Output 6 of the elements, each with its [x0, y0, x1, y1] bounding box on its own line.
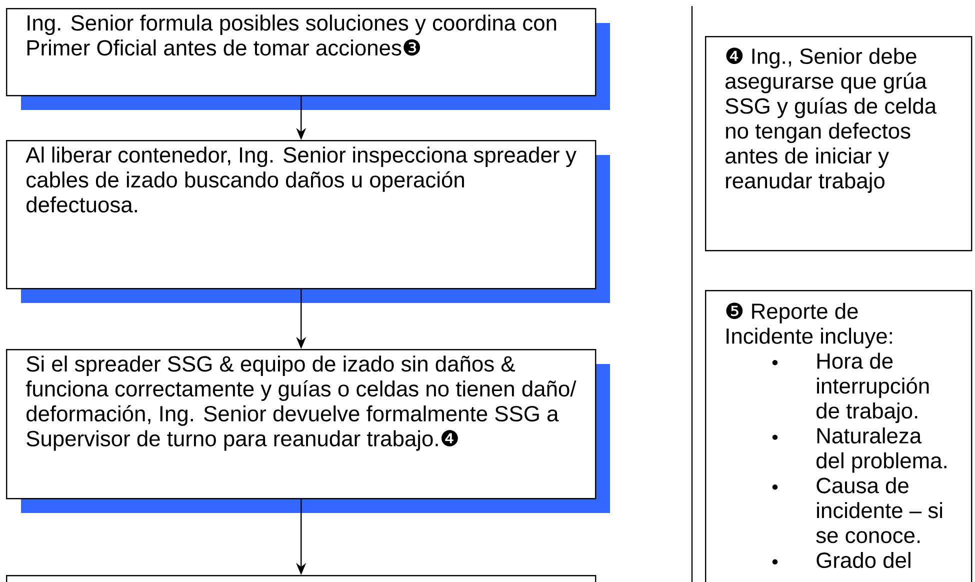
note-box: ❹ Ing., Senior debe asegurarse que grúa SSG y guías de celda no tengan defectos antes de iniciar y reanudar trabajo: [705, 36, 972, 252]
process-box: Si el spreader SSG & equipo de izado sin daños & funciona correctamente y guías o celdas no tienen daño/ deformación, Ing. Senior devuelve formalmente SSG a Supervisor de turno para reanudar trabajo.❹: [6, 349, 610, 513]
process-box: Ing. Senior formula posibles soluciones y coordina con Primer Oficial antes de tomar acciones❸: [6, 8, 610, 110]
process-box: Al liberar contenedor, Ing. Senior inspecciona spreader y cables de izado buscando daños u operación defectuosa.: [6, 140, 610, 303]
process-box: [6, 575, 596, 582]
note-box: ❺ Reporte de Incidente incluye: Hora de interrupción de trabajo. Naturaleza del problema. Causa de incidente – si se conoce. Grado del: [705, 290, 972, 582]
